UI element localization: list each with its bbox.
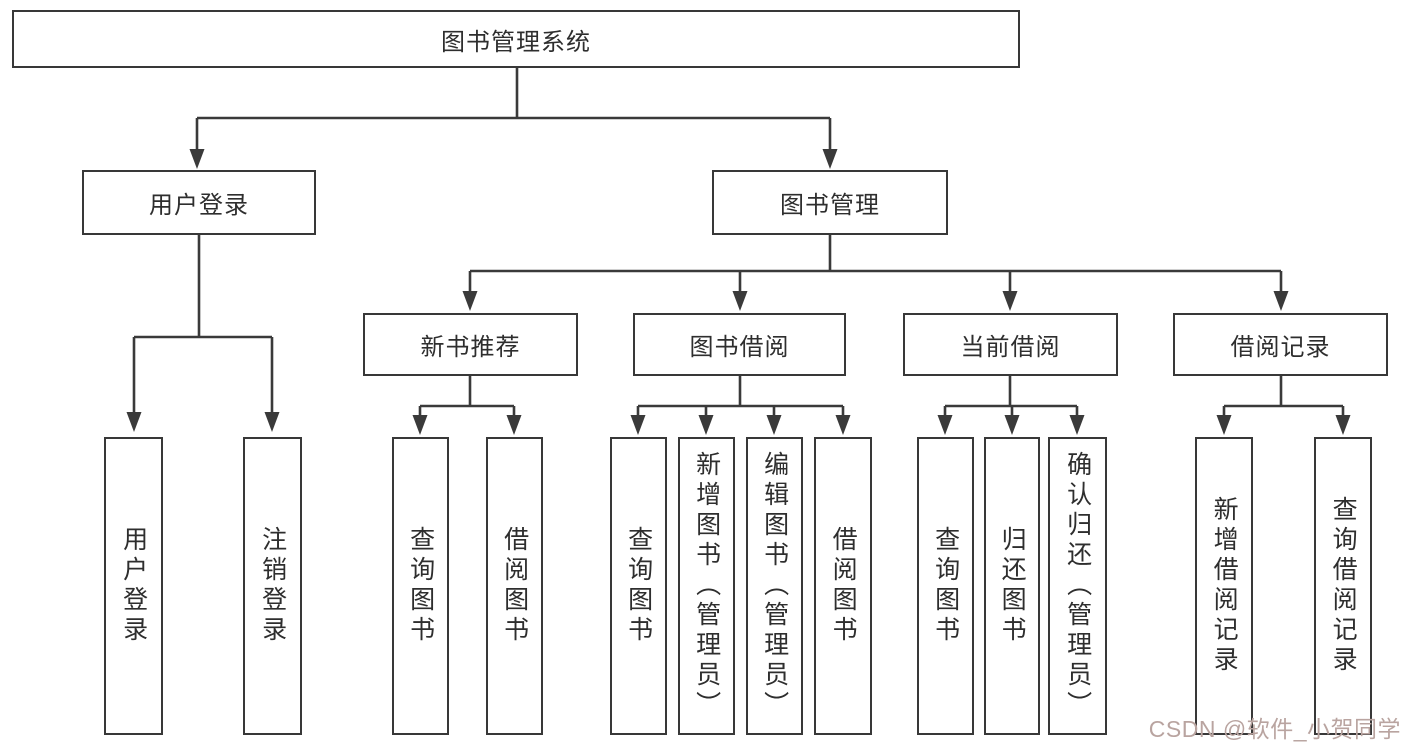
leaf-borrow-books: 借阅图书 bbox=[814, 437, 872, 735]
node-book-borrow: 图书借阅 bbox=[633, 313, 846, 376]
node-label: 查询图书 bbox=[624, 526, 653, 646]
arrowhead-down bbox=[937, 415, 953, 435]
node-borrow-records: 借阅记录 bbox=[1173, 313, 1388, 376]
node-label: 归还图书 bbox=[998, 526, 1027, 646]
arrowhead-down bbox=[506, 415, 522, 435]
leaf-query-borrow-record: 查询借阅记录 bbox=[1314, 437, 1372, 735]
node-label: 新书推荐 bbox=[420, 334, 521, 361]
node-user-login: 用户登录 bbox=[82, 170, 316, 235]
csdn-watermark: CSDN @软件_小贺同学 bbox=[1148, 716, 1401, 742]
arrowhead-down bbox=[189, 149, 205, 169]
arrowhead-down bbox=[1004, 415, 1020, 435]
arrowhead-down bbox=[1335, 415, 1351, 435]
node-label: 图书管理系统 bbox=[441, 28, 591, 56]
leaf-add-borrow-record: 新增借阅记录 bbox=[1195, 437, 1253, 735]
node-label: 借阅记录 bbox=[1230, 334, 1331, 361]
node-library-system: 图书管理系统 bbox=[12, 10, 1020, 68]
node-current-borrow: 当前借阅 bbox=[903, 313, 1118, 376]
leaf-user-login: 用户登录 bbox=[104, 437, 163, 735]
arrowhead-down bbox=[835, 415, 851, 435]
connector-userlogin-to-leaves bbox=[132, 235, 274, 413]
node-label: 图书借阅 bbox=[689, 334, 790, 361]
arrowhead-down bbox=[630, 415, 646, 435]
node-label: 新增借阅记录 bbox=[1210, 496, 1239, 676]
node-label: 查询图书 bbox=[406, 526, 435, 646]
node-new-book-recommend: 新书推荐 bbox=[363, 313, 578, 376]
leaf-add-books-admin: 新增图书（管理员） bbox=[678, 437, 735, 735]
arrowhead-down bbox=[412, 415, 428, 435]
connector-root-to-level2 bbox=[195, 68, 832, 150]
leaf-borrow-books-recommend: 借阅图书 bbox=[486, 437, 543, 735]
arrowhead-down bbox=[766, 415, 782, 435]
connector-borrow-to-leaves bbox=[636, 376, 845, 416]
leaf-confirm-return-admin: 确认归还（管理员） bbox=[1048, 437, 1107, 735]
node-book-management: 图书管理 bbox=[712, 170, 948, 235]
node-label: 当前借阅 bbox=[960, 334, 1061, 361]
node-label: 确认归还（管理员） bbox=[1063, 451, 1092, 721]
arrowhead-down bbox=[462, 291, 478, 311]
leaf-logout: 注销登录 bbox=[243, 437, 302, 735]
node-label: 查询图书 bbox=[931, 526, 960, 646]
node-label: 编辑图书（管理员） bbox=[760, 451, 789, 721]
node-label: 注销登录 bbox=[258, 526, 287, 646]
arrowhead-down bbox=[1002, 291, 1018, 311]
arrowhead-down bbox=[698, 415, 714, 435]
node-label: 用户登录 bbox=[149, 192, 249, 219]
connector-recommend-to-leaves bbox=[418, 376, 516, 416]
arrowhead-down bbox=[822, 149, 838, 169]
node-label: 借阅图书 bbox=[500, 526, 529, 646]
arrowhead-down bbox=[264, 412, 280, 432]
connector-bookmgmt-to-level3 bbox=[468, 235, 1283, 292]
leaf-query-books-borrow: 查询图书 bbox=[610, 437, 667, 735]
leaf-query-books-current: 查询图书 bbox=[917, 437, 974, 735]
node-label: 图书管理 bbox=[780, 192, 880, 219]
leaf-edit-books-admin: 编辑图书（管理员） bbox=[746, 437, 803, 735]
arrowhead-down bbox=[1069, 415, 1085, 435]
node-label: 查询借阅记录 bbox=[1329, 496, 1358, 676]
arrowhead-down bbox=[1273, 291, 1289, 311]
arrowhead-down bbox=[1216, 415, 1232, 435]
node-label: 借阅图书 bbox=[829, 526, 858, 646]
arrowhead-down bbox=[126, 412, 142, 432]
connector-records-to-leaves bbox=[1222, 376, 1345, 416]
node-label: 用户登录 bbox=[119, 526, 148, 646]
node-label: 新增图书（管理员） bbox=[692, 451, 721, 721]
arrowhead-down bbox=[732, 291, 748, 311]
leaf-return-books: 归还图书 bbox=[984, 437, 1040, 735]
leaf-query-books-recommend: 查询图书 bbox=[392, 437, 449, 735]
connector-current-to-leaves bbox=[943, 376, 1079, 416]
